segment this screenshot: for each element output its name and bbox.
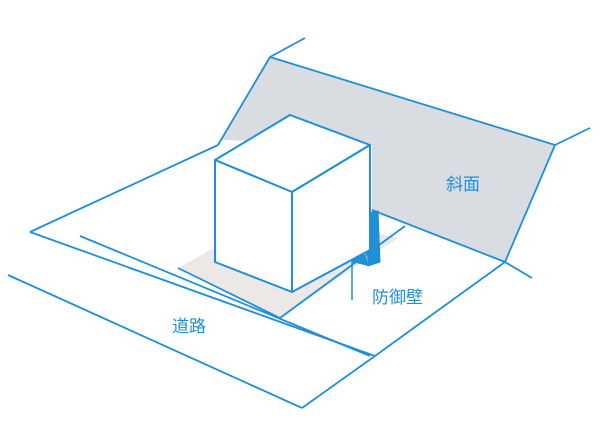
house-side-face [291, 144, 371, 293]
wall-leader-line [351, 261, 360, 300]
slope-area [222, 57, 555, 262]
slope-outline [217, 37, 591, 279]
house-cube [214, 114, 371, 293]
slope-label: 斜面 [446, 175, 480, 195]
road-label: 道路 [172, 317, 206, 337]
ground-outline [7, 144, 506, 409]
protective-wall-label: 防御壁 [372, 288, 423, 308]
